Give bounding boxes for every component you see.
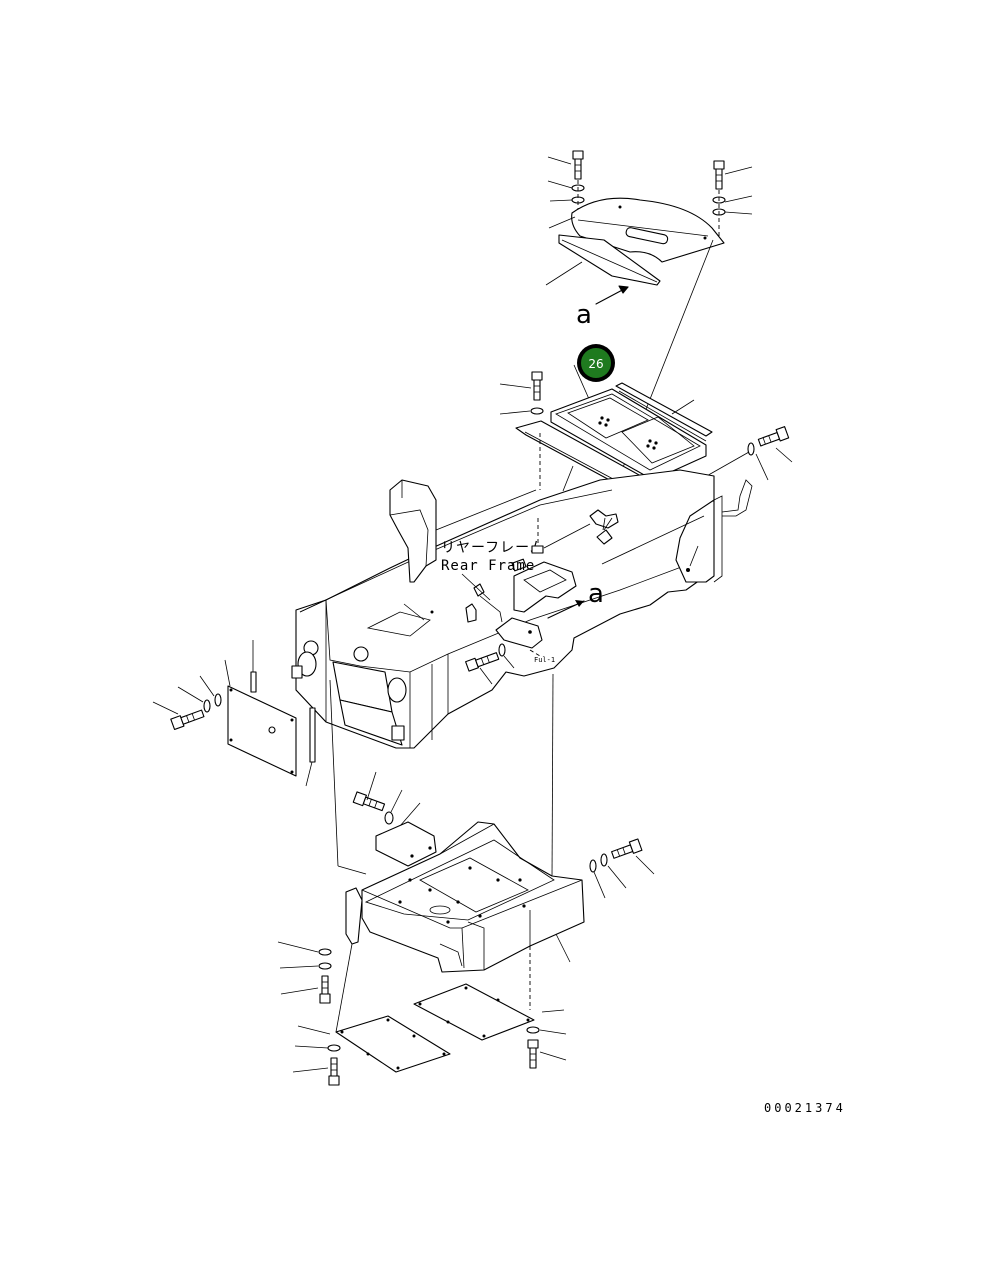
washer-bottom-left-2 [318,962,332,970]
rear-frame [291,469,753,749]
lower-small-plate [375,821,437,867]
washer-bottom-left-3 [327,1044,341,1052]
left-spacer-2 [309,707,316,763]
rear-frame-label-jp: リヤーフレーム [441,540,545,556]
bolt-top-right [713,160,725,190]
bottom-plate-left [335,1015,451,1073]
bottom-plates [277,941,567,1086]
ref-arrow-a-mid: a [547,579,604,619]
small-mark: Ful-1 [534,656,555,664]
bolt-bottom-right [527,1039,539,1069]
washer-side-right [747,442,755,456]
bolt-center [465,652,500,672]
drawing-number: 00021374 [764,1101,846,1115]
ref-label-a-top: a [576,300,592,330]
washer-lower-left [384,811,394,825]
bolt-bottom-left-2 [328,1057,340,1086]
rear-frame-right-bracket [675,499,715,583]
callout-badge-26[interactable]: 26 [577,344,615,382]
rear-frame-left-upright [389,479,437,583]
rear-frame-label-en: Rear Frame [441,558,535,574]
washer-bottom-left-1 [318,948,332,956]
washer-lower-right-2 [600,853,608,867]
bolt-top-left [572,150,584,180]
grip-mark-2 [646,439,658,450]
washer-left-side-2 [214,693,222,707]
washer-center [498,643,506,657]
lower-housing [361,821,585,973]
step-side-rail [615,382,713,437]
washer-bottom-right [526,1026,540,1034]
top-cover-assembly: a [545,150,753,481]
ref-label-a-mid: a [588,579,604,609]
rear-frame-label: リヤーフレーム Rear Frame [441,540,545,601]
bolt-lower-left [352,791,386,812]
left-side-plate [227,685,297,777]
bolt-step [531,371,543,401]
bolt-left-side [170,709,205,731]
grip-mark-1 [598,416,610,427]
washer-step [530,407,544,415]
bolt-side-right [757,426,790,447]
top-cover-plate [571,197,725,263]
left-spacer-1 [250,671,257,693]
bolt-lower-right [611,838,643,859]
bottom-plate-right [413,983,535,1041]
left-side-cover-assembly [152,640,316,787]
step-plate [550,388,707,481]
step-plate-assembly [499,371,793,492]
callout-number: 26 [588,357,603,371]
lower-housing-assembly [345,771,655,1010]
bolt-bottom-left [319,975,331,1004]
washer-lower-right-1 [589,859,597,873]
washer-left-side-1 [203,699,211,713]
clip-part [531,509,619,554]
rear-frame-center-bracket [513,561,577,613]
